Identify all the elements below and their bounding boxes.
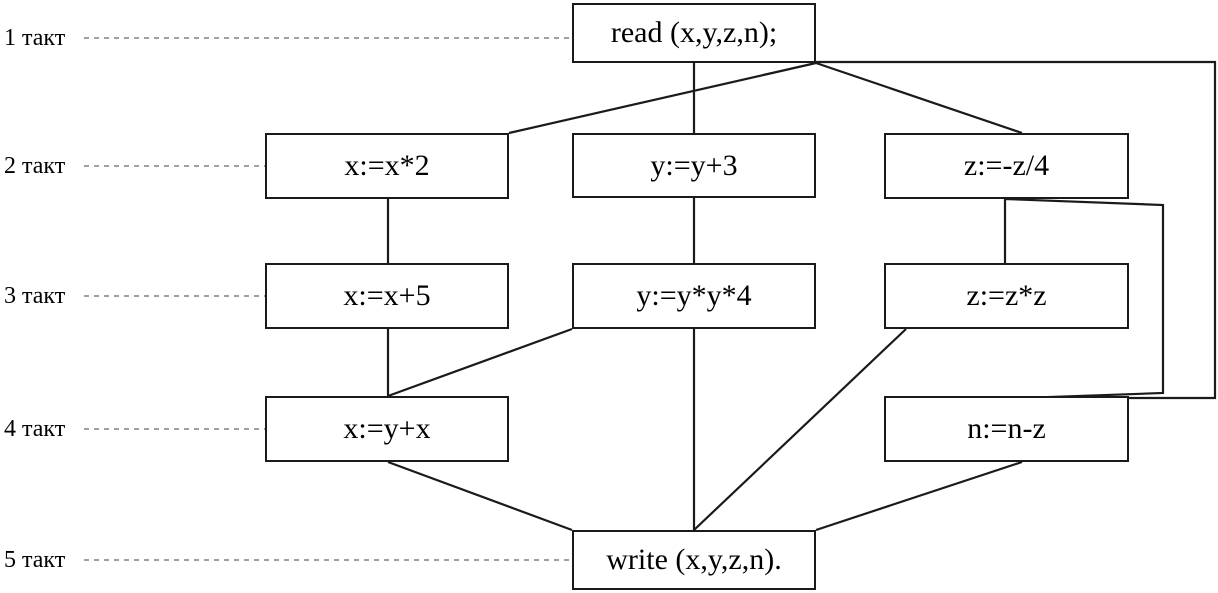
- stage-label-4: 4 такт: [4, 416, 66, 442]
- node-x-add-5-label: x:=x+5: [343, 279, 431, 312]
- edge-x-eq-y-x-to-write: [387, 460, 573, 532]
- node-x-add-5[interactable]: x:=x+5: [265, 263, 509, 329]
- stage-label-3: 3 такт: [4, 283, 66, 309]
- node-y-mul-y-4[interactable]: y:=y*y*4: [572, 263, 816, 329]
- stage-label-5: 5 такт: [4, 547, 66, 573]
- node-write[interactable]: write (x,y,z,n).: [572, 530, 816, 590]
- node-y-add-3-label: y:=y+3: [650, 148, 738, 182]
- node-write-label: write (x,y,z,n).: [606, 543, 782, 576]
- node-read-label: read (x,y,z,n);: [610, 16, 778, 49]
- node-n-sub-z-label: n:=n-z: [967, 412, 1046, 445]
- edge-y-mul-y-4-to-x-eq-y-x: [387, 327, 573, 398]
- node-n-sub-z[interactable]: n:=n-z: [884, 396, 1129, 462]
- stage-label-1: 1 такт: [4, 25, 66, 51]
- edge-z-mul-z-to-write: [693, 328, 907, 531]
- node-z-mul-z[interactable]: z:=z*z: [884, 263, 1129, 329]
- node-z-neg-div-label: z:=-z/4: [963, 149, 1050, 182]
- node-x-mul-2[interactable]: x:=x*2: [265, 133, 509, 199]
- node-y-mul-y-4-label: y:=y*y*4: [636, 279, 752, 312]
- node-x-eq-y-x-label: x:=y+x: [343, 412, 431, 445]
- edge-read-to-x-mul-2: [508, 61, 817, 135]
- node-x-eq-y-x[interactable]: x:=y+x: [265, 396, 509, 462]
- node-y-add-3[interactable]: y:=y+3: [572, 133, 816, 198]
- edge-read-to-z-neg-div: [815, 61, 1023, 135]
- stage-label-2: 2 такт: [4, 153, 66, 179]
- node-z-mul-z-label: z:=z*z: [966, 279, 1047, 312]
- edge-n-sub-z-to-write: [815, 460, 1023, 532]
- node-z-neg-div[interactable]: z:=-z/4: [884, 133, 1129, 199]
- node-read[interactable]: read (x,y,z,n);: [572, 3, 816, 63]
- node-x-mul-2-label: x:=x*2: [344, 149, 430, 182]
- edge-read-to-n-sub-z: [816, 60, 1217, 400]
